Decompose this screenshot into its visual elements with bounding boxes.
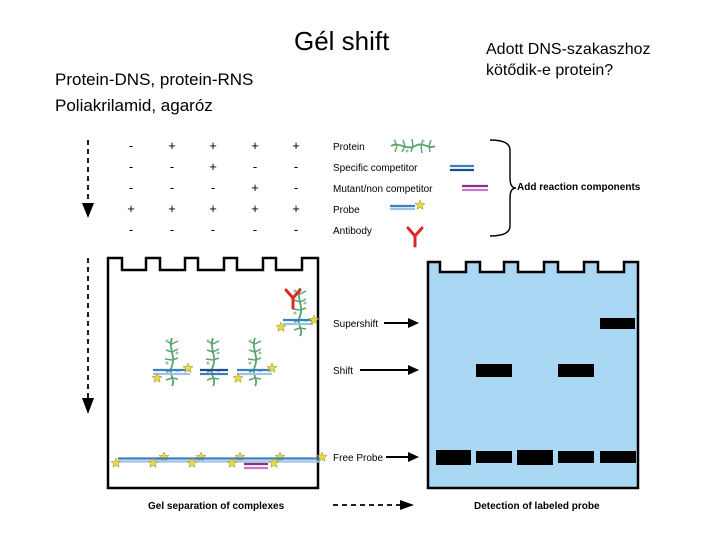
shift-arrow [360,365,419,375]
sign-cell: + [209,138,217,153]
sign-cell: - [211,180,215,195]
sign-cell: + [127,201,135,216]
sign-cell: + [292,138,300,153]
right-gel [426,260,640,490]
sign-cell: - [253,222,257,237]
sign-cell: - [211,222,215,237]
shift-band-lane-4 [558,364,594,377]
free-probe-band-lane-4 [558,451,594,463]
subtitle-line-2: Poliakrilamid, agaróz [55,96,213,115]
supershift-band-lane-6 [600,318,635,329]
sign-cell: - [129,222,133,237]
sign-cell: - [129,180,133,195]
shift-complex-lane-4 [232,337,278,387]
subtitle-line-1: Protein-DNS, protein-RNS [55,70,254,89]
shift-complex-lane-2 [151,337,194,387]
free-probe-band-lane-1 [436,450,471,465]
reaction-row-label: Specific competitor [333,163,418,174]
sign-cell: - [170,180,174,195]
shift-complex-lane-3 [200,337,228,387]
sign-cell: - [170,159,174,174]
reaction-sign-table: - + + + + Protein - - + - - Specific competitor - - - +… [127,138,433,237]
sign-cell: + [168,201,176,216]
detection-label: Detection of labeled probe [474,501,600,512]
sign-cell: + [292,201,300,216]
protein-legend-icon [390,138,436,154]
sign-cell: + [168,138,176,153]
free-probe-band-lane-2 [476,451,512,463]
question-line-1: Adott DNS-szakaszhoz [486,41,651,58]
supershift-arrow [384,318,419,328]
shift-band-lane-2 [476,364,512,377]
brace-label: Add reaction components [517,182,641,193]
top-dashed-arrow [82,140,94,218]
question-line-2: kötődik-e protein? [486,62,614,79]
supershift-complex [275,287,320,337]
sign-cell: - [129,138,133,153]
bottom-dashed-arrow [82,258,94,414]
specific-competitor-legend-icon [450,164,474,172]
shift-label: Shift [333,366,353,377]
probe-legend-icon [390,199,426,211]
free-probe-label: Free Probe [333,453,383,464]
reaction-row-label: Antibody [333,226,372,237]
antibody-legend-icon [406,226,424,248]
free-probe-lane-4 [227,452,285,470]
free-probe-arrow [386,452,419,462]
sign-cell: + [251,180,259,195]
reaction-brace [489,139,517,237]
supershift-label: Supershift [333,319,378,330]
sign-cell: + [209,159,217,174]
sign-cell: - [294,180,298,195]
gel-separation-label: Gel separation of complexes [148,501,285,512]
sign-cell: + [209,201,217,216]
free-probe-band-lane-3 [517,450,553,465]
sign-cell: + [251,201,259,216]
reaction-row-label: Protein [333,142,365,153]
sign-cell: + [251,138,259,153]
sign-cell: - [294,159,298,174]
free-probe-band-lane-5 [600,451,636,463]
mutant-competitor-legend-icon [462,184,488,192]
sign-cell: - [253,159,257,174]
sign-cell: - [129,159,133,174]
bottom-dashed-arrow-right [333,500,414,510]
sign-cell: - [170,222,174,237]
reaction-row-label: Mutant/non competitor [333,184,433,195]
sign-cell: - [294,222,298,237]
reaction-row-label: Probe [333,205,360,216]
slide-title: Gél shift [294,26,390,56]
